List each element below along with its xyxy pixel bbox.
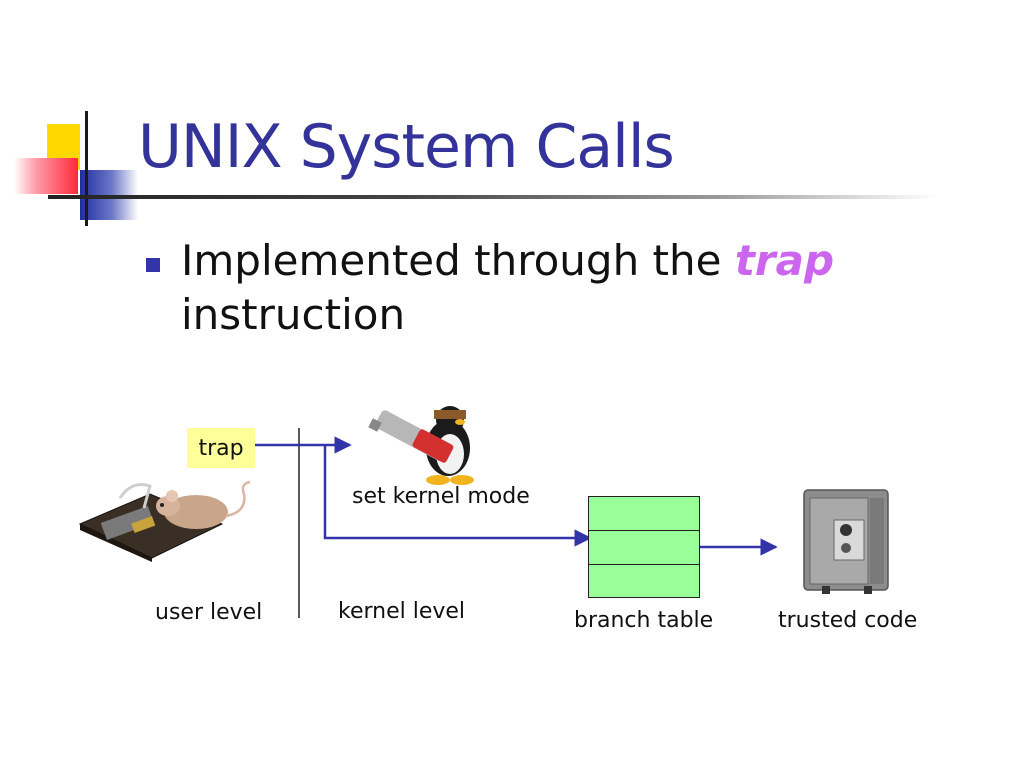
bullet-text: Implemented through the trap instruction	[181, 234, 901, 342]
bullet-text-after: instruction	[181, 290, 406, 339]
kernel-level-label: kernel level	[338, 599, 466, 624]
bullet-marker	[146, 258, 160, 272]
branch-table-label: branch table	[574, 608, 714, 633]
title-decoration-red	[14, 158, 78, 194]
safe-image	[803, 489, 889, 594]
kernel-path-arrow	[323, 445, 592, 547]
trap-label-box: trap	[187, 428, 255, 468]
branch-table-row-divider	[589, 530, 699, 531]
mousetrap-with-mouse-image	[78, 480, 251, 562]
branch-table-row-divider	[589, 564, 699, 565]
user-level-label: user level	[155, 600, 263, 625]
title-decoration-vertical-line	[85, 111, 88, 226]
set-kernel-mode-label: set kernel mode	[352, 484, 530, 509]
trusted-code-label: trusted code	[778, 608, 918, 633]
bullet-emphasis: trap	[734, 236, 835, 285]
penguin-with-battery-image	[368, 406, 474, 485]
title-underline	[48, 195, 938, 199]
branch-table	[588, 496, 700, 598]
slide-title: UNIX System Calls	[138, 112, 675, 182]
bullet-text-before: Implemented through the	[181, 236, 735, 285]
